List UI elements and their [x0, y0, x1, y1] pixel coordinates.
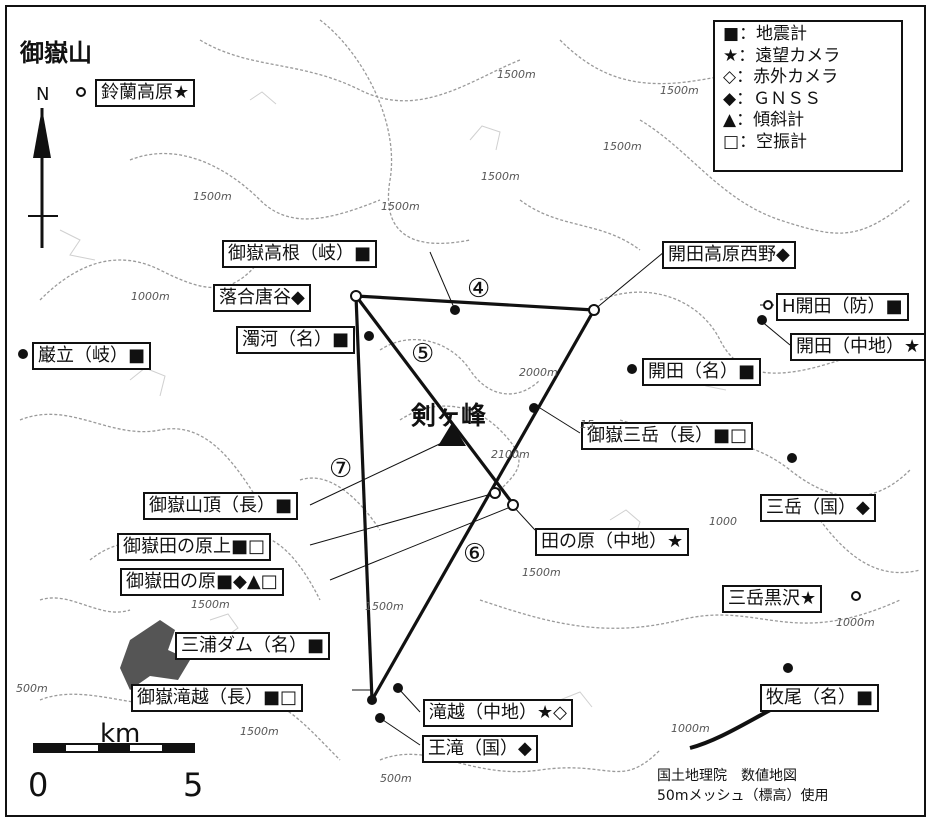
legend-row: ◆：ＧＮＳＳ: [723, 89, 893, 111]
contour-label: 1500m: [481, 170, 520, 183]
station-label-mitake-koku: 三岳（国）◆: [760, 494, 876, 522]
station-label-tanohara-chuchi: 田の原（中地）★: [535, 528, 690, 556]
open-diamond-icon: ◇: [723, 67, 737, 88]
station-label-h-kaida: H開田（防）■: [776, 293, 909, 321]
legend-row: ◇：赤外カメラ: [723, 67, 893, 89]
baseline-label-7: ⑦: [329, 454, 353, 484]
contour-label: 500m: [16, 682, 48, 695]
legend-label: ：赤外カメラ: [736, 67, 839, 88]
summit-triangle-icon: [438, 423, 466, 446]
legend-box: ■：地震計 ★：遠望カメラ ◇：赤外カメラ ◆：ＧＮＳＳ ▲：傾斜計 □：空振計: [713, 20, 903, 172]
contour-label: 1500m: [191, 598, 230, 611]
station-label-kaida-mei: 開田（名）■: [642, 358, 762, 386]
contour-label: 500m: [380, 772, 412, 785]
contour-label: 1500m: [240, 725, 279, 738]
contour-label: 2100m: [491, 448, 530, 461]
station-label-makio: 牧尾（名）■: [760, 684, 880, 712]
map-title: 御嶽山: [20, 39, 92, 67]
station-label-ontake-tanohara: 御嶽田の原■◆▲□: [120, 568, 284, 596]
legend-label: ：空振計: [739, 131, 808, 152]
station-label-nigorigo: 濁河（名）■: [236, 326, 356, 354]
legend-row: ★：遠望カメラ: [723, 46, 893, 68]
legend-row: □：空振計: [723, 132, 893, 154]
station-label-ontake-takigoshi: 御嶽滝越（長）■□: [131, 684, 304, 712]
scale-end: 5: [183, 766, 204, 804]
triangle-icon: ▲: [723, 110, 737, 131]
open-square-icon: □: [723, 131, 740, 152]
map-credit: 国土地理院 数値地図 50mメッシュ（標高）使用: [657, 766, 828, 806]
legend-label: ：遠望カメラ: [738, 45, 841, 66]
filled-square-icon: ■: [723, 24, 740, 44]
north-arrow-icon: [28, 108, 58, 248]
baseline-label-4: ④: [467, 274, 491, 304]
station-label-takigoshi-chuchi: 滝越（中地）★◇: [423, 699, 573, 727]
scale-start: 0: [28, 766, 49, 804]
credit-line-1: 国土地理院 数値地図: [657, 768, 797, 784]
baseline-label-5: ⑤: [411, 339, 435, 369]
filled-diamond-icon: ◆: [723, 88, 737, 109]
baseline-lines: [354, 294, 596, 701]
station-label-ontake-sancho: 御嶽山頂（長）■: [143, 492, 299, 520]
contour-label: 1500m: [365, 600, 404, 613]
station-label-gandate: 巌立（岐）■: [32, 342, 152, 370]
baseline-label-6: ⑥: [463, 539, 487, 569]
contour-label: 1000m: [836, 616, 875, 629]
scale-bar: [33, 743, 195, 753]
station-label-suzuran-kogen: 鈴蘭高原★: [95, 79, 196, 107]
leader-lines: [309, 251, 791, 746]
station-label-otaki-koku: 王滝（国）◆: [422, 735, 538, 763]
legend-label: ：ＧＮＳＳ: [736, 88, 822, 109]
station-label-ochiai-karatani: 落合唐谷◆: [213, 284, 311, 312]
station-label-mitake-kurosawa: 三岳黒沢★: [722, 585, 823, 613]
station-label-kaida-kogen-nishino: 開田高原西野◆: [662, 241, 796, 269]
contour-label: 1500m: [603, 140, 642, 153]
contour-label: 1500m: [193, 190, 232, 203]
contour-label: 1000: [709, 515, 737, 528]
legend-label: ：地震計: [739, 24, 808, 44]
contour-label: 1500m: [497, 68, 536, 81]
credit-line-2: 50mメッシュ（標高）使用: [657, 788, 829, 804]
station-label-kaida-chuchi: 開田（中地）★: [790, 333, 927, 361]
star-icon: ★: [723, 45, 739, 66]
legend-row: ▲：傾斜計: [723, 110, 893, 132]
map-frame: [5, 5, 926, 817]
peak-label: 剣ヶ峰: [411, 401, 487, 430]
station-open-dots: [76, 87, 861, 601]
miura-dam-lake: [120, 620, 190, 690]
station-label-tanohara-kami: 御嶽田の原上■□: [117, 533, 272, 561]
contour-label: 15: [580, 418, 594, 431]
contour-label: 1500m: [660, 84, 699, 97]
legend-label: ：傾斜計: [736, 110, 805, 131]
contour-label: 1500m: [522, 566, 561, 579]
contour-label: 1000m: [131, 290, 170, 303]
scale-unit: km: [100, 719, 141, 749]
station-label-ontake-takane: 御嶽高根（岐）■: [222, 240, 378, 268]
station-dots: [18, 305, 797, 723]
legend-row: ■：地震計: [723, 24, 893, 46]
contour-label: 1000m: [671, 722, 710, 735]
contour-label: 1500m: [381, 200, 420, 213]
station-label-ontake-mitake: 御嶽三岳（長）■□: [581, 422, 754, 450]
station-label-miura-dam: 三浦ダム（名）■: [175, 632, 331, 660]
contour-label: 2000m: [519, 366, 558, 379]
terrain-texture: [59, 91, 727, 708]
north-label: N: [36, 84, 50, 105]
